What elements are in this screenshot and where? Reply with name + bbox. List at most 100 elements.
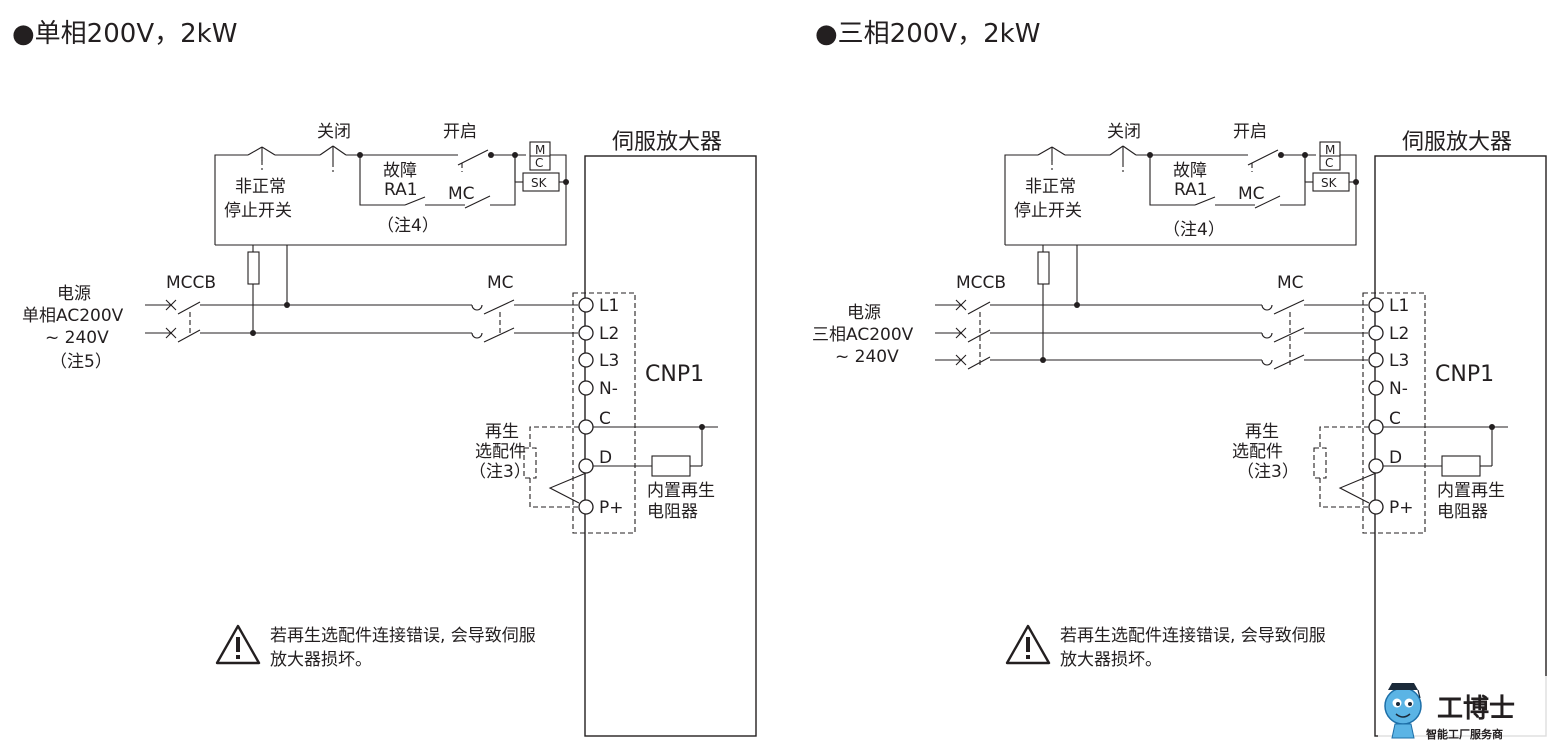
warning-text-2: 放大器损坏。 [1060,650,1162,670]
svg-text:L2: L2 [599,324,619,344]
warning-text-1: 若再生选配件连接错误, 会导致伺服 [270,626,536,646]
svg-text:M: M [1325,143,1335,157]
svg-text:M: M [535,143,545,157]
svg-text:L1: L1 [599,296,619,316]
terminal-n [1368,380,1384,396]
cnp1-terminal-block: L1 L2 L3 N- C D P+ [572,292,636,534]
mc-contact-label: MC [448,184,475,204]
internal-resistor-label-1: 内置再生 [1437,481,1505,501]
svg-text:L3: L3 [599,351,619,371]
svg-text:P+: P+ [599,498,624,518]
fault-label: 故障 [383,161,417,181]
regen-option-label-2: 选配件 [475,442,526,462]
mascot-icon [1384,683,1422,739]
fault-ra1-branch [359,155,445,206]
regen-option [1313,426,1369,508]
off-switch-label: 关闭 [317,122,351,142]
on-switch-label: 开启 [443,122,477,142]
estop-label-2: 停止开关 [1014,201,1082,221]
terminal-l3 [1368,352,1384,368]
amplifier-label: 伺服放大器 [1402,130,1512,155]
on-switch-label: 开启 [1233,122,1267,142]
warning-text-2: 放大器损坏。 [270,650,372,670]
svg-text:D: D [1389,448,1402,468]
terminal-c [1368,419,1384,435]
svg-text:P+: P+ [1389,498,1414,518]
internal-resistor [1441,455,1481,477]
svg-text:D: D [599,448,612,468]
svg-text:N-: N- [1389,379,1408,399]
internal-regen-wiring [548,424,718,504]
diagram-three-phase: ●三相200V，2kW 伺服放大器 [812,19,1547,737]
terminal-d [578,458,594,474]
estop-label-2: 停止开关 [224,201,292,221]
ra1-label: RA1 [1174,180,1208,200]
terminal-l1 [578,297,594,313]
diagram-title: ●单相200V，2kW [12,19,237,49]
mccb-label: MCCB [166,273,216,293]
on-switch [457,149,489,172]
emergency-stop-switch [1037,146,1066,170]
svg-text:N-: N- [599,379,618,399]
main-mc-label: MC [1277,273,1304,293]
internal-resistor [651,455,691,477]
warning-icon [1005,624,1051,665]
svg-text:SK: SK [1321,176,1338,190]
fault-ra1-branch [1149,155,1235,206]
main-power-lines [145,299,578,343]
internal-resistor-label-1: 内置再生 [647,481,715,501]
cnp1-label: CNP1 [645,362,704,387]
power-label-3: ~ 240V [45,328,109,348]
servo-amplifier-box [1374,155,1547,737]
control-circuit: M C SK [214,141,569,246]
terminal-l3 [578,352,594,368]
brand-name: 工博士 [1437,694,1515,724]
regen-option [523,426,579,508]
terminal-p [1368,499,1384,515]
terminal-l1 [1368,297,1384,313]
off-switch [319,145,347,172]
cnp1-label: CNP1 [1435,362,1494,387]
regen-option-label-2: 选配件 [1232,442,1283,462]
regen-option-label-3: （注3） [1237,462,1299,482]
brand-watermark: 工博士 智能工厂服务商 [1378,676,1548,742]
mc-contact-label: MC [1238,184,1265,204]
emergency-stop-switch [247,146,276,170]
main-power-lines [935,299,1368,370]
warning-text-1: 若再生选配件连接错误, 会导致伺服 [1060,626,1326,646]
power-label-2: 三相AC200V [812,325,914,345]
brand-tagline: 智能工厂服务商 [1426,727,1503,741]
on-switch [1247,149,1279,172]
terminal-n [578,380,594,396]
note4-label: （注4） [1163,220,1225,240]
terminal-p [578,499,594,515]
terminal-d [1368,458,1384,474]
relay-coil: M C SK [514,141,566,192]
svg-text:SK: SK [531,176,548,190]
diagram-title: ●三相200V，2kW [815,19,1040,49]
svg-text:L2: L2 [1389,324,1409,344]
terminal-c [578,419,594,435]
control-circuit: M C SK [1004,141,1359,246]
svg-text:L3: L3 [1389,351,1409,371]
main-mc-label: MC [487,273,514,293]
power-label-3: ~ 240V [835,347,899,367]
regen-option-label-1: 再生 [485,422,519,442]
internal-resistor-label-2: 电阻器 [1437,502,1488,522]
svg-text:C: C [535,156,543,170]
power-label-1: 电源 [847,303,881,323]
svg-text:C: C [599,409,611,429]
servo-amplifier-box [584,155,757,737]
power-label-4: （注5） [50,352,112,372]
mccb-label: MCCB [956,273,1006,293]
relay-coil: M C SK [1304,141,1356,192]
terminal-l2 [1368,325,1384,341]
diagram-single-phase: ●单相200V，2kW 伺服放大器 [12,19,757,737]
estop-label-1: 非正常 [1025,177,1076,197]
svg-text:L1: L1 [1389,296,1409,316]
svg-text:C: C [1389,409,1401,429]
warning-icon [215,624,261,665]
regen-option-label-1: 再生 [1245,422,1279,442]
terminal-l2 [578,325,594,341]
off-switch [1109,145,1137,172]
